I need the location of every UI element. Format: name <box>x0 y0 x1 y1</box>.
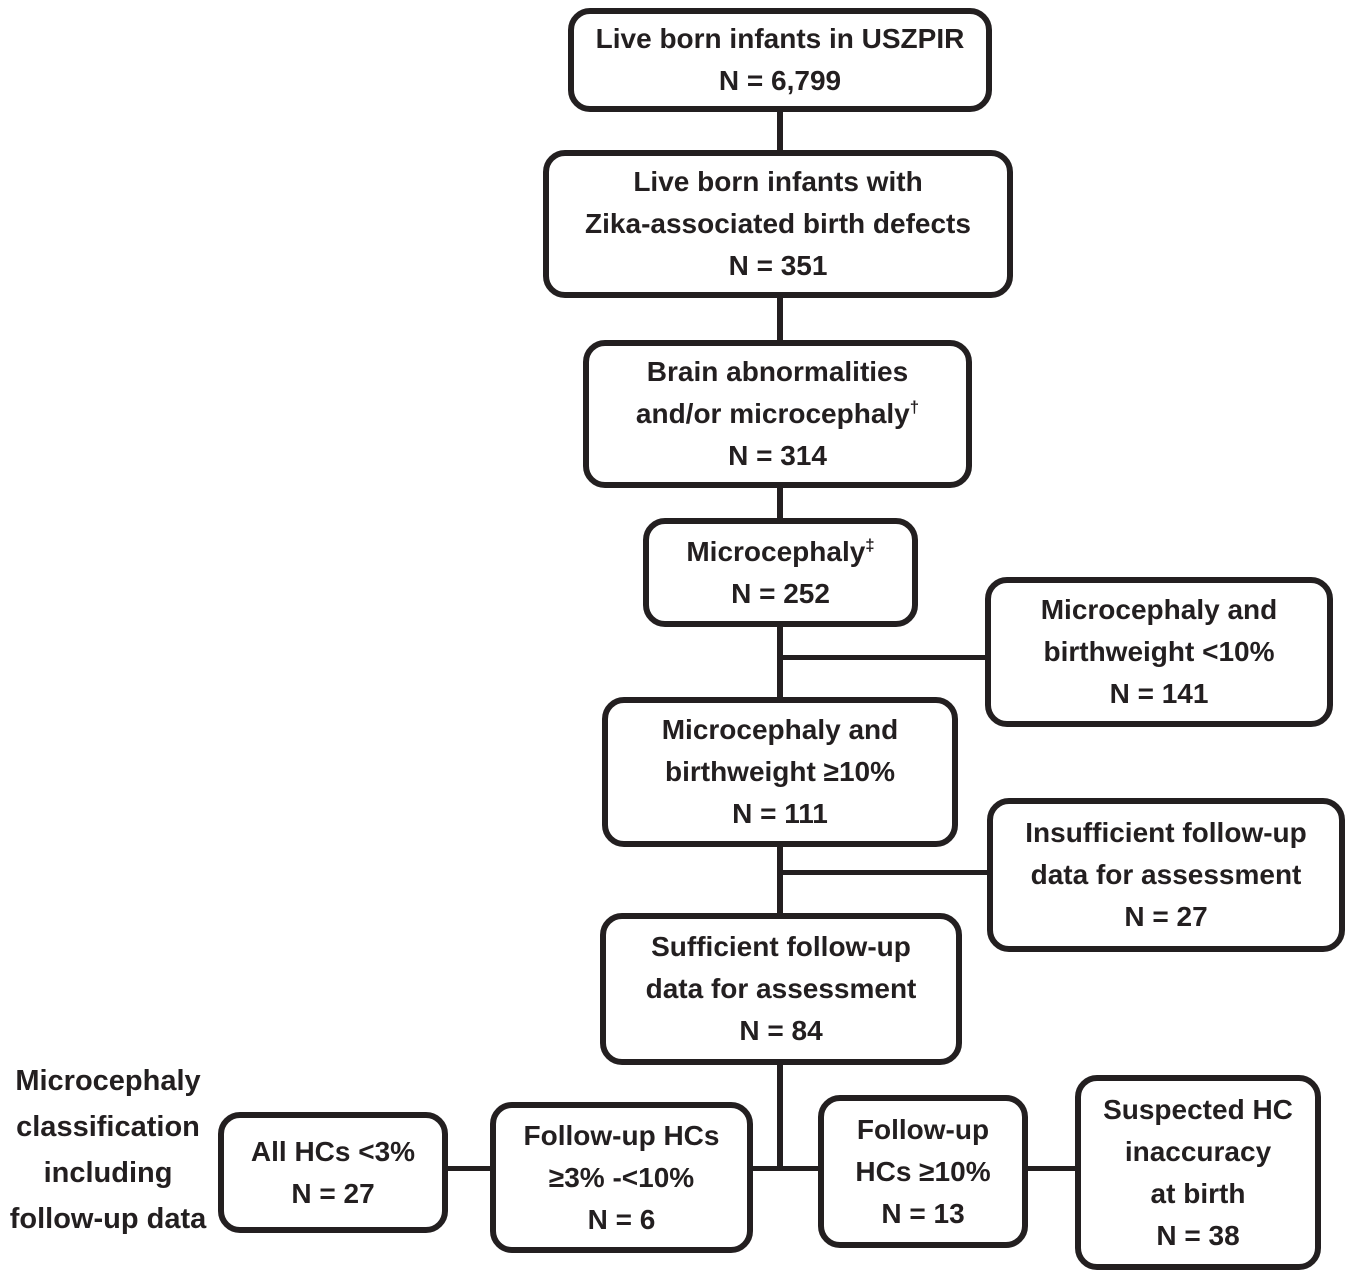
box-birthweight-ge10-count: N = 111 <box>732 798 828 829</box>
box-sufficient-followup-text2: data for assessment <box>645 973 917 1004</box>
connector-branch-bwlt10 <box>780 655 987 660</box>
box-followup-hcs-ge10-text2: HCs ≥10% <box>855 1155 991 1187</box>
box-zika-birth-defects-text1: Live born infants with <box>633 166 923 197</box>
box-insufficient-followup-text1: Insufficient follow-up <box>1025 817 1307 848</box>
box-followup-hcs-3-10-count: N = 6 <box>587 1203 656 1235</box>
box-suspected-hc-inaccuracy-text1: Suspected HC <box>1103 1093 1293 1125</box>
box-all-hcs-lt3-text: All HCs <3% <box>250 1135 416 1167</box>
connector-micro-bwge10 <box>777 623 783 701</box>
box-sufficient-followup-count: N = 84 <box>739 1015 823 1046</box>
double-dagger-footnote-mark: ‡ <box>865 535 875 555</box>
box-suspected-hc-inaccuracy-text2: inaccuracy <box>1124 1135 1272 1167</box>
connector-brain-micro <box>777 484 783 522</box>
box-insufficient-followup: Insufficient follow-up data for assessme… <box>987 798 1345 952</box>
box-birthweight-lt10-text2: birthweight <10% <box>1043 636 1275 667</box>
box-birthweight-lt10: Microcephaly and birthweight <10% N = 14… <box>985 577 1333 727</box>
box-followup-hcs-3-10-text1: Follow-up HCs <box>523 1119 720 1151</box>
box-zika-birth-defects-count: N = 351 <box>728 250 828 281</box>
box-suspected-hc-inaccuracy-text3: at birth <box>1150 1177 1246 1209</box>
box-birthweight-lt10-count: N = 141 <box>1109 678 1209 709</box>
box-brain-abnormalities: Brain abnormalities and/or microcephaly†… <box>583 340 972 488</box>
connector-fuge10-suspected <box>1026 1166 1077 1171</box>
side-label-line1: Microcephaly <box>15 1065 201 1097</box>
side-label-line2: classification <box>16 1111 200 1143</box>
box-followup-hcs-ge10: Follow-up HCs ≥10% N = 13 <box>818 1095 1028 1248</box>
side-label-line4: follow-up data <box>9 1203 207 1235</box>
box-live-born-uszpir: Live born infants in USZPIR N = 6,799 <box>568 8 992 112</box>
connector-branch-insuff <box>780 870 989 875</box>
box-followup-hcs-ge10-count: N = 13 <box>881 1197 965 1229</box>
box-brain-abnormalities-text2-main: and/or microcephaly <box>635 398 910 429</box>
connector-zika-brain <box>777 294 783 342</box>
box-brain-abnormalities-text2: and/or microcephaly† <box>636 393 919 435</box>
box-brain-abnormalities-text1: Brain abnormalities <box>646 356 909 387</box>
box-birthweight-ge10-text2: birthweight ≥10% <box>664 756 896 787</box>
box-microcephaly: Microcephaly‡ N = 252 <box>643 518 918 627</box>
box-birthweight-lt10-text1: Microcephaly and <box>1040 594 1278 625</box>
box-brain-abnormalities-count: N = 314 <box>728 440 827 471</box>
box-live-born-uszpir-text: Live born infants in USZPIR <box>595 23 965 54</box>
connector-suff-bottomrow <box>777 1061 783 1171</box>
box-suspected-hc-inaccuracy: Suspected HC inaccuracy at birth N = 38 <box>1075 1075 1321 1270</box>
box-zika-birth-defects-text2: Zika-associated birth defects <box>585 208 971 239</box>
box-sufficient-followup-text1: Sufficient follow-up <box>651 931 911 962</box>
box-all-hcs-lt3-count: N = 27 <box>291 1177 375 1209</box>
box-birthweight-ge10: Microcephaly and birthweight ≥10% N = 11… <box>602 697 958 847</box>
box-zika-birth-defects: Live born infants with Zika-associated b… <box>543 150 1013 298</box>
side-label-line3: including <box>43 1157 173 1189</box>
connector-bwge10-suff <box>777 843 783 917</box>
connector-allhcs-fu310 <box>445 1166 492 1171</box>
box-followup-hcs-3-10-text2: ≥3% -<10% <box>548 1161 695 1193</box>
box-all-hcs-lt3: All HCs <3% N = 27 <box>218 1112 448 1233</box>
side-label-microcephaly-classification: Microcephaly classification including fo… <box>0 1058 216 1242</box>
box-suspected-hc-inaccuracy-count: N = 38 <box>1156 1219 1240 1251</box>
box-birthweight-ge10-text1: Microcephaly and <box>661 714 899 745</box>
connector-uszpir-zika <box>777 110 783 152</box>
box-insufficient-followup-text2: data for assessment <box>1030 859 1302 890</box>
box-sufficient-followup: Sufficient follow-up data for assessment… <box>600 913 962 1065</box>
connector-fu310-fuge10 <box>751 1166 820 1171</box>
box-insufficient-followup-count: N = 27 <box>1124 901 1208 932</box>
box-followup-hcs-3-10: Follow-up HCs ≥3% -<10% N = 6 <box>490 1102 753 1253</box>
box-microcephaly-count: N = 252 <box>731 577 830 609</box>
box-microcephaly-text: Microcephaly‡ <box>686 531 874 573</box>
dagger-footnote-mark: † <box>909 397 920 417</box>
box-live-born-uszpir-count: N = 6,799 <box>718 65 842 96</box>
box-microcephaly-text-main: Microcephaly <box>686 535 866 567</box>
box-followup-hcs-ge10-text1: Follow-up <box>856 1113 990 1145</box>
